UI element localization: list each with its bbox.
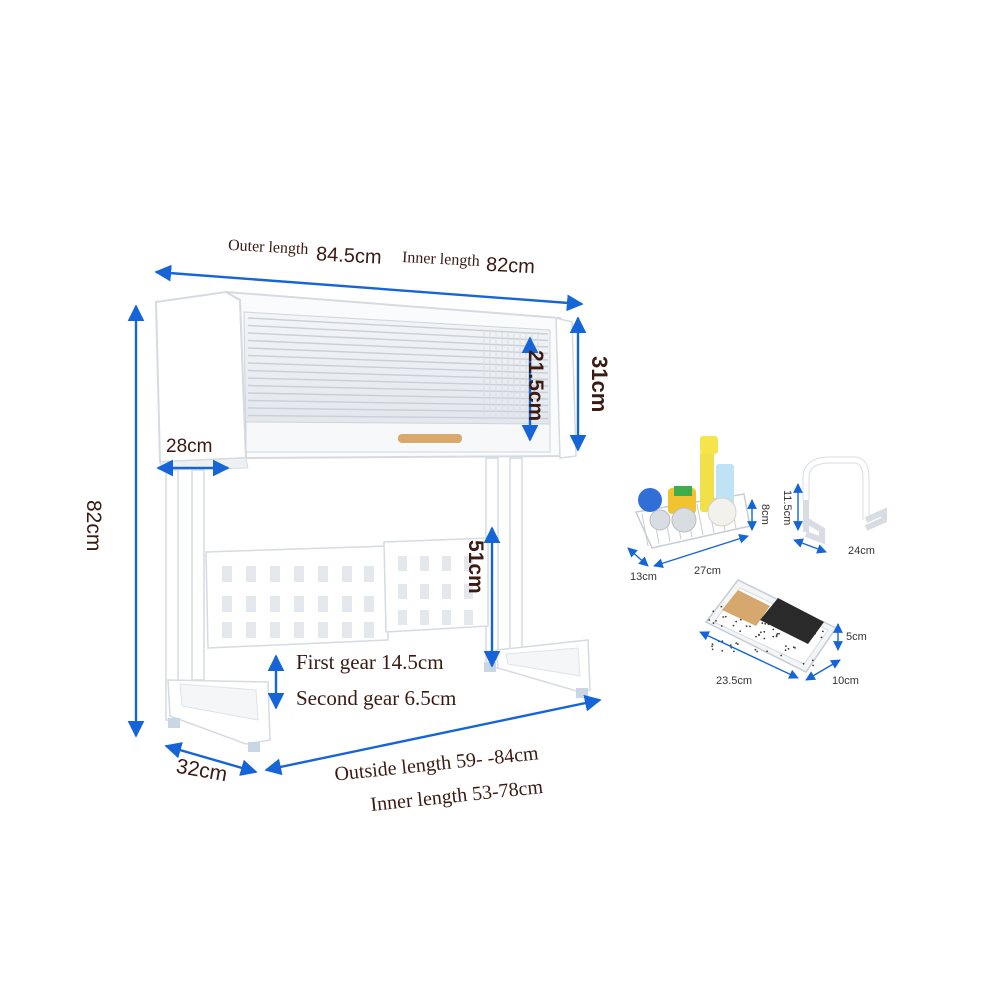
inner-length-value: 82cm [485, 253, 536, 279]
hook-height-label: 11.5cm [781, 490, 793, 526]
tray-length-label: 23.5cm [716, 675, 753, 687]
dimension-arrows [127, 264, 602, 776]
middle-height-label: 51cm [464, 540, 487, 594]
caddy-illustration [634, 436, 751, 549]
caddy-depth-label: 13cm [630, 571, 657, 583]
tray-height-label: 5cm [846, 631, 867, 643]
arrow-outer-length [154, 264, 584, 312]
hook-length-label: 24cm [848, 545, 875, 557]
accessory-arrows [627, 483, 843, 681]
first-gear-label: First gear 14.5cm [296, 650, 444, 674]
arrow-base-length [264, 694, 602, 776]
hook-illustration [802, 456, 887, 545]
caddy-length-label: 27cm [694, 565, 721, 577]
second-gear-label: Second gear 6.5cm [296, 686, 457, 710]
inner-height-label: 21.5cm [524, 350, 547, 422]
tray-illustration [704, 579, 838, 673]
caddy-height-label: 8cm [759, 504, 771, 525]
total-height-label: 82cm [82, 500, 105, 552]
dish-rack-illustration [154, 290, 591, 752]
cabinet-height-label: 31cm [587, 356, 612, 413]
outer-length-value: 84.5cm [315, 243, 383, 269]
cabinet-depth-label: 28cm [166, 436, 213, 457]
arrow-base-depth [164, 742, 258, 776]
tray-width-label: 10cm [832, 675, 859, 687]
